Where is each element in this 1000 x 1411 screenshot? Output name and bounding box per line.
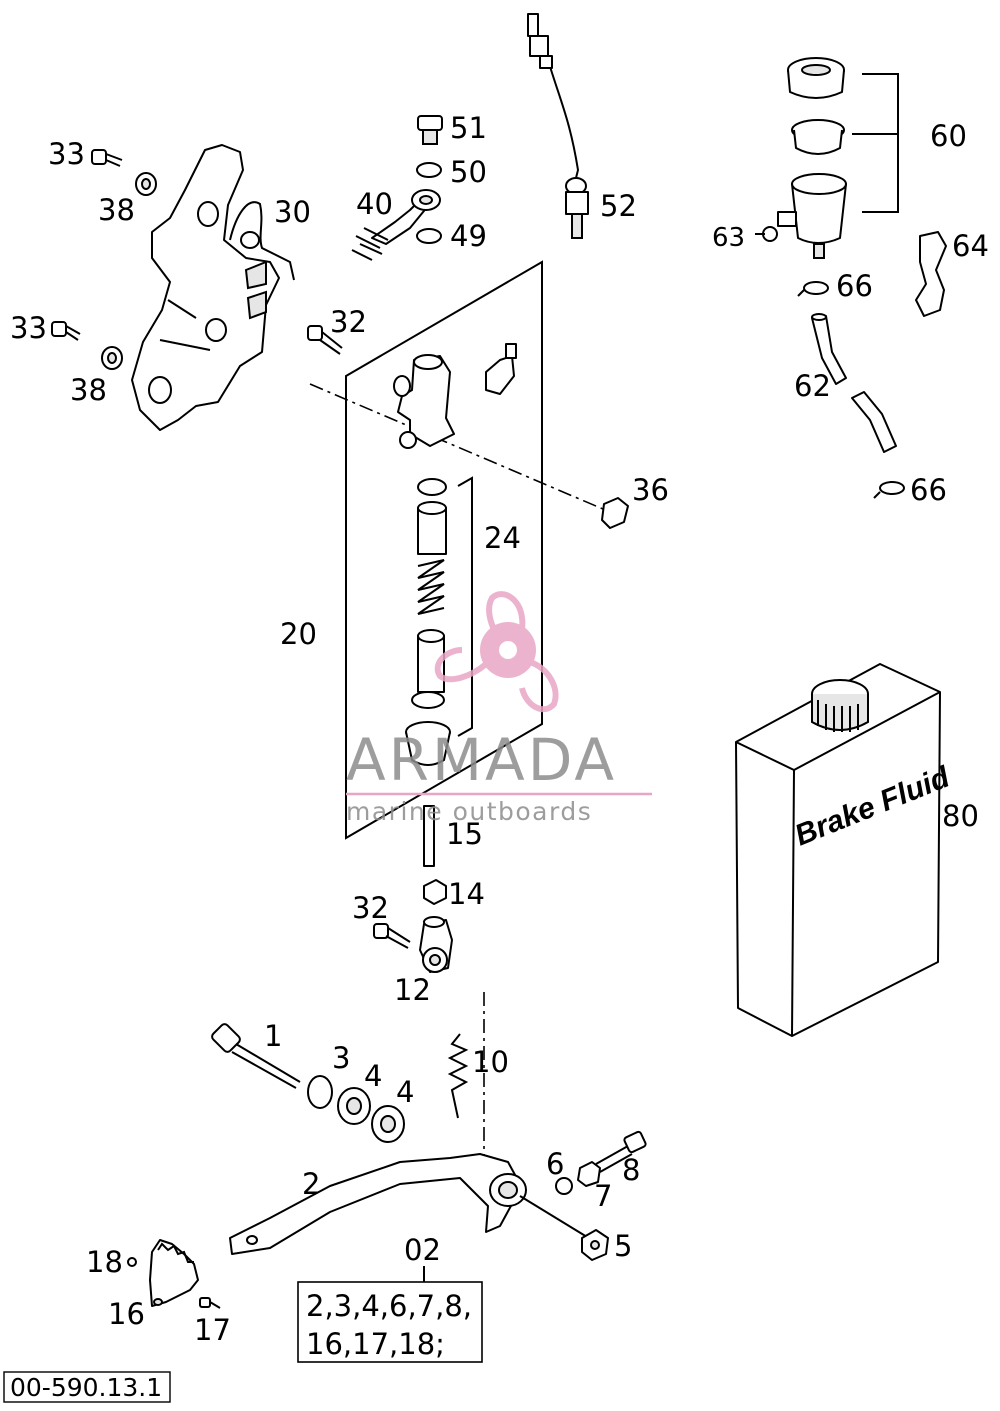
callout-30: 30 [274, 195, 311, 229]
callout-51: 51 [450, 111, 487, 145]
spring [417, 559, 445, 615]
callout-60: 60 [930, 119, 967, 153]
hose-clamp-part-66 [797, 281, 829, 297]
kit-contents-box [297, 1281, 483, 1363]
callout-64: 64 [952, 229, 989, 263]
callout-8: 8 [622, 1153, 640, 1187]
washer-part-6 [555, 1177, 573, 1195]
elbow-fitting [485, 343, 517, 395]
callout-24: 24 [484, 521, 521, 555]
return-spring-part-10 [447, 1033, 469, 1119]
leader-line-5 [519, 1195, 593, 1241]
brake-hose-part-62 [811, 313, 897, 453]
pivot-bolt-part-1 [211, 1023, 301, 1089]
callout-15: 15 [446, 817, 483, 851]
screw-part-33 [91, 149, 123, 167]
bushing-part-38 [135, 172, 157, 196]
dust-boot [405, 721, 451, 766]
callout-12: 12 [394, 973, 431, 1007]
kit-bracket-24 [457, 476, 473, 737]
callout-32: 32 [330, 305, 367, 339]
pin-part-18 [127, 1257, 137, 1267]
master-cylinder-body [393, 354, 455, 449]
bracket-part-64 [915, 231, 947, 317]
callout-16: 16 [108, 1297, 145, 1331]
callout-33: 33 [10, 311, 47, 345]
brake-light-switch-part-52 [527, 13, 589, 239]
kit-contents-line-2: 16,17,18; [306, 1327, 445, 1361]
brake-pedal-part-2 [229, 1153, 527, 1255]
callout-3: 3 [332, 1041, 350, 1075]
screw-part-63 [755, 226, 778, 242]
screw-part-33-lower [51, 321, 81, 341]
callout-2: 2 [302, 1167, 320, 1201]
circlip [411, 691, 445, 709]
pushrod-part-15 [423, 805, 435, 867]
nut-part-7 [577, 1161, 601, 1187]
callout-62: 62 [794, 369, 831, 403]
washer-part-49 [416, 228, 442, 244]
nut-part-14 [423, 879, 447, 905]
callout-38: 38 [70, 373, 107, 407]
callout-66: 66 [836, 269, 873, 303]
pedal-tip-part-16 [149, 1239, 199, 1307]
callout-7: 7 [594, 1179, 612, 1213]
callout-02: 02 [404, 1233, 441, 1267]
piston [417, 629, 445, 693]
bushing-part-38-lower [101, 346, 123, 370]
callout-17: 17 [194, 1313, 231, 1347]
bolt-part-32 [373, 923, 411, 949]
callout-52: 52 [600, 189, 637, 223]
callout-38: 38 [98, 193, 135, 227]
kit-contents-line-1: 2,3,4,6,7,8, [306, 1289, 472, 1323]
reservoir-membrane-part-60 [791, 119, 845, 155]
callout-80: 80 [942, 799, 979, 833]
watermark-logo-icon [434, 591, 559, 713]
watermark-brand: ARMADA [346, 726, 617, 794]
group-bracket-part-60 [852, 73, 899, 213]
callout-4: 4 [396, 1075, 414, 1109]
reservoir-body-part-60 [777, 173, 847, 259]
nut-part-36 [601, 497, 629, 529]
callout-40: 40 [356, 187, 393, 221]
callout-18: 18 [86, 1245, 123, 1279]
callout-5: 5 [614, 1229, 632, 1263]
watermark-subtitle: marine outboards [346, 797, 592, 826]
nut-part-5 [581, 1229, 609, 1261]
drawing-id: 00-590.13.1 [10, 1373, 162, 1402]
washer-part-50 [416, 162, 442, 178]
bearing-part-4-second [371, 1105, 405, 1143]
callout-1: 1 [264, 1019, 282, 1053]
banjo-bolt-part-51 [417, 115, 443, 145]
callout-32: 32 [352, 891, 389, 925]
callout-36: 36 [632, 473, 669, 507]
reservoir-cap-part-60 [787, 57, 845, 99]
callout-66: 66 [910, 473, 947, 507]
callout-50: 50 [450, 155, 487, 189]
circlip-part-3 [307, 1075, 333, 1109]
bearing-part-4 [337, 1087, 371, 1125]
callout-4: 4 [364, 1059, 382, 1093]
hose-clamp-part-66-lower [873, 481, 905, 499]
drawing-id-box [3, 1371, 171, 1403]
bolt-part-8 [595, 1130, 647, 1173]
master-cylinder-frame-20 [345, 260, 543, 840]
o-ring [417, 478, 447, 496]
screw-part-32 [307, 325, 343, 355]
piston-sleeve [417, 501, 447, 555]
callout-6: 6 [546, 1147, 564, 1181]
callout-33: 33 [48, 137, 85, 171]
screw-part-17 [199, 1297, 221, 1309]
axis-line-upper [309, 383, 611, 513]
brake-fluid-canister-part-80 [735, 663, 941, 1037]
callout-49: 49 [450, 219, 487, 253]
callout-20: 20 [280, 617, 317, 651]
callout-10: 10 [472, 1045, 509, 1079]
heel-guard-part-30 [131, 144, 295, 431]
callout-14: 14 [448, 877, 485, 911]
callout-63: 63 [712, 223, 745, 253]
banjo-fitting-part-40 [351, 189, 441, 261]
clevis-part-12 [419, 916, 453, 973]
